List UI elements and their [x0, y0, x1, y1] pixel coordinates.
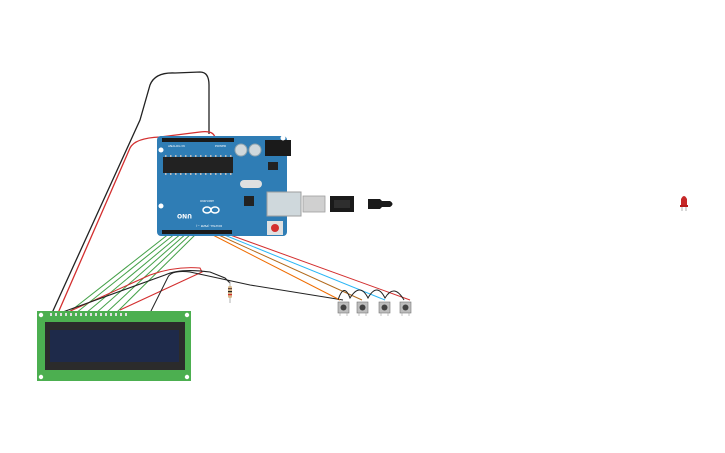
small-ic-2: [268, 162, 278, 170]
wire-black-mid-2[interactable]: [149, 271, 344, 314]
power-jack: [265, 140, 291, 156]
lcd-pin-header: [50, 313, 127, 316]
chip-pins: [165, 155, 232, 175]
lcd-hole-bl: [38, 374, 44, 380]
wire-group: [51, 71, 411, 314]
usb-plug-metal: [302, 195, 326, 213]
wire-green-2[interactable]: [75, 232, 177, 314]
push-button-2[interactable]: [356, 301, 369, 316]
led-base: [680, 205, 688, 207]
led-dome: [681, 196, 687, 206]
wire-cyan-btn[interactable]: [216, 231, 386, 301]
wire-red-btn[interactable]: [221, 231, 411, 301]
wire-green-4[interactable]: [95, 232, 188, 314]
mount-hole-1: [158, 147, 164, 153]
wire-green-1[interactable]: [67, 232, 171, 314]
wire-brown-btn[interactable]: [211, 231, 363, 301]
uno-brand-text: UNO: [177, 212, 192, 219]
power-label: POWER: [215, 144, 226, 148]
lcd-hole-tl: [38, 312, 44, 318]
arduino-infinity-icon: [202, 206, 220, 214]
wire-red-mid[interactable]: [65, 267, 203, 314]
usb-plug-inner: [334, 200, 350, 208]
power-analog-header: [162, 230, 232, 234]
mount-hole-3: [280, 135, 286, 141]
resistor[interactable]: [228, 281, 232, 303]
crystal: [240, 180, 262, 188]
digital-header: [162, 138, 234, 142]
resistor-band-2: [228, 291, 232, 293]
arduino-uno-board[interactable]: ARDUINO UNO DIGITAL (PWM ~) POWER ANALOG…: [157, 135, 302, 237]
lcd-hole-tr: [184, 312, 190, 318]
lcd-screen: [50, 330, 179, 362]
digital-pins-label: DIGITAL (PWM ~): [196, 224, 222, 228]
led[interactable]: [680, 196, 688, 211]
push-button-1[interactable]: [337, 301, 350, 316]
small-ic-1: [244, 196, 254, 206]
wire-orange-btn[interactable]: [206, 231, 341, 301]
wire-black-buttons[interactable]: [337, 289, 405, 301]
arduino-logo-text: ARDUINO: [199, 199, 214, 203]
capacitor-1: [234, 143, 248, 157]
usb-cable[interactable]: [302, 195, 393, 213]
mount-hole-2: [158, 203, 164, 209]
wire-green-5[interactable]: [105, 232, 193, 314]
reset-button[interactable]: [271, 224, 279, 232]
usb-cable-end: [368, 199, 393, 209]
wire-black-top-loop[interactable]: [51, 71, 210, 314]
wire-black-mid[interactable]: [59, 269, 231, 314]
lcd-16x2[interactable]: [37, 311, 191, 381]
wire-green-3[interactable]: [85, 232, 183, 314]
capacitor-2: [248, 143, 262, 157]
push-button-4[interactable]: [399, 301, 412, 316]
push-button-3[interactable]: [378, 301, 391, 316]
atmega-chip: [163, 157, 233, 173]
lcd-hole-br: [184, 374, 190, 380]
resistor-band-3: [228, 294, 232, 296]
resistor-band-1: [228, 288, 232, 290]
push-buttons: [337, 301, 412, 316]
usb-connector: [266, 191, 302, 217]
analog-label: ANALOG IN: [168, 144, 185, 148]
